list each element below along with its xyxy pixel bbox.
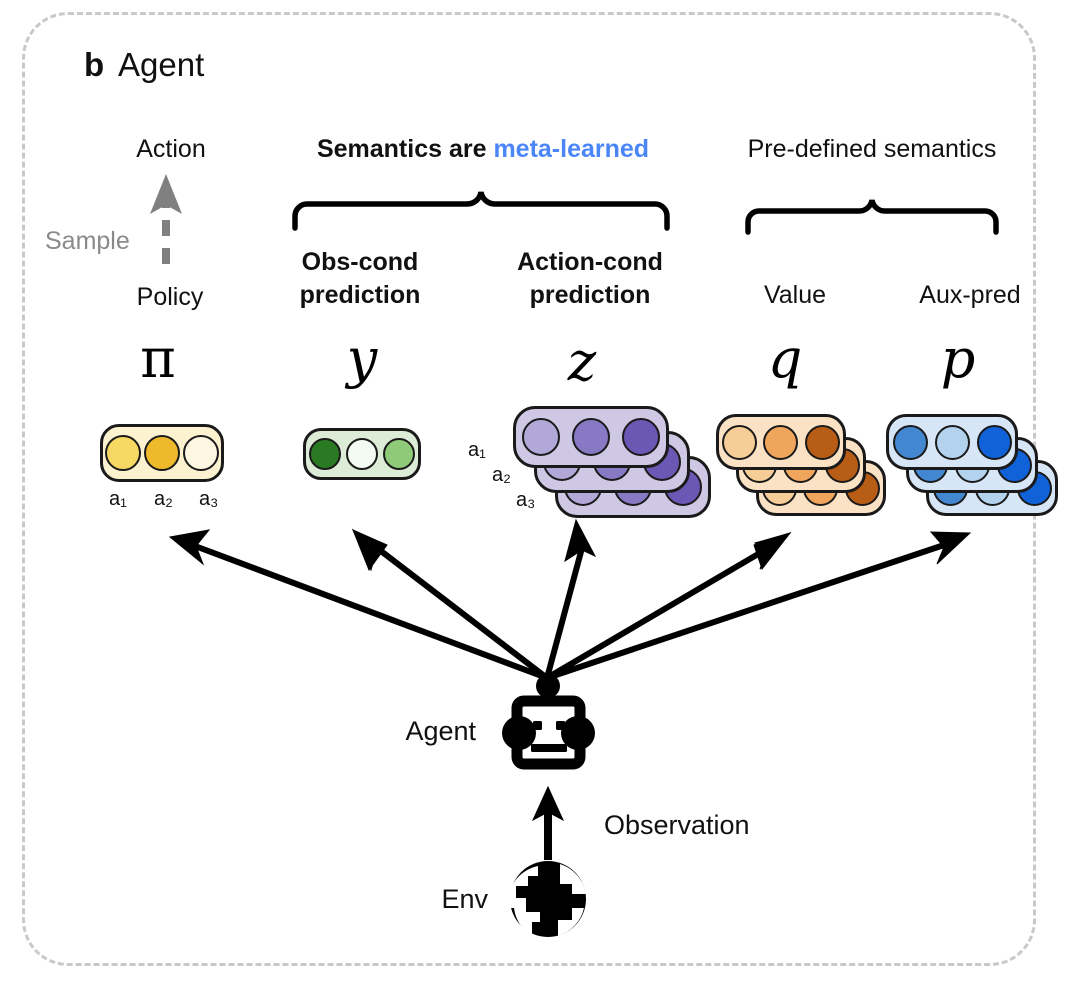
header-meta-accent: meta-learned [493,135,650,163]
header-meta-learned: Semantics are meta-learned [248,133,718,166]
header-predefined-semantics: Pre-defined semantics [747,135,997,163]
label-policy: Policy [136,283,204,311]
vector-dot-value-3 [804,424,840,460]
action-label-policy-3: a₃ [199,488,219,510]
column-title-value: Value [763,281,827,309]
glyph-p: p [940,327,976,390]
action-label-policy-1: a₁ [109,488,127,510]
vector-card-obs-cond [303,428,421,480]
header-action: Action [136,135,206,163]
glyph-pi: π [140,327,176,390]
column-title-action-cond: Action-cond prediction [490,246,690,312]
vector-dot-value-2 [763,424,799,460]
vector-card-action-cond-3 [513,406,669,468]
panel-letter: b [84,46,105,83]
vector-card-policy [100,424,224,482]
label-sample: Sample [45,227,130,255]
glyph-z: z [567,330,597,393]
vector-card-value-3 [716,414,846,470]
vector-dot-obs-cond-3 [383,438,416,470]
glyph-q: q [767,327,803,390]
action-cond-line1: Action-cond [517,248,663,276]
vector-dot-policy-1 [104,435,141,471]
vector-dot-aux-pred-3 [976,424,1012,460]
vector-dot-action-cond-3 [622,418,660,456]
stack-label-action-cond-2: a₂ [492,464,511,486]
column-title-aux-pred: Aux-pred [919,281,1021,309]
glyph-y: y [346,327,378,390]
label-env: Env [441,884,488,914]
stack-label-action-cond-3: a₃ [516,489,536,511]
stack-label-action-cond-1: a₁ [468,439,486,461]
vector-dot-value-1 [722,424,758,460]
action-cond-line2: prediction [529,281,651,309]
vector-dot-action-cond-2 [572,418,610,456]
obs-cond-line1: Obs-cond [301,248,419,276]
vector-dot-obs-cond-2 [345,438,378,470]
obs-cond-line2: prediction [299,281,421,309]
vector-dot-action-cond-1 [522,418,560,456]
header-meta-prefix: Semantics are [316,135,494,163]
vector-dot-aux-pred-2 [934,424,970,460]
label-agent: Agent [405,716,476,746]
vector-dot-obs-cond-1 [308,438,341,470]
label-observation: Observation [604,810,750,840]
column-title-obs-cond: Obs-cond prediction [270,246,450,312]
vector-card-aux-pred-3 [886,414,1018,470]
action-label-policy-2: a₂ [154,488,173,510]
vector-dot-policy-3 [183,435,220,471]
page-title: Agent [118,46,205,83]
vector-dot-aux-pred-1 [892,424,928,460]
vector-dot-policy-2 [143,435,180,471]
